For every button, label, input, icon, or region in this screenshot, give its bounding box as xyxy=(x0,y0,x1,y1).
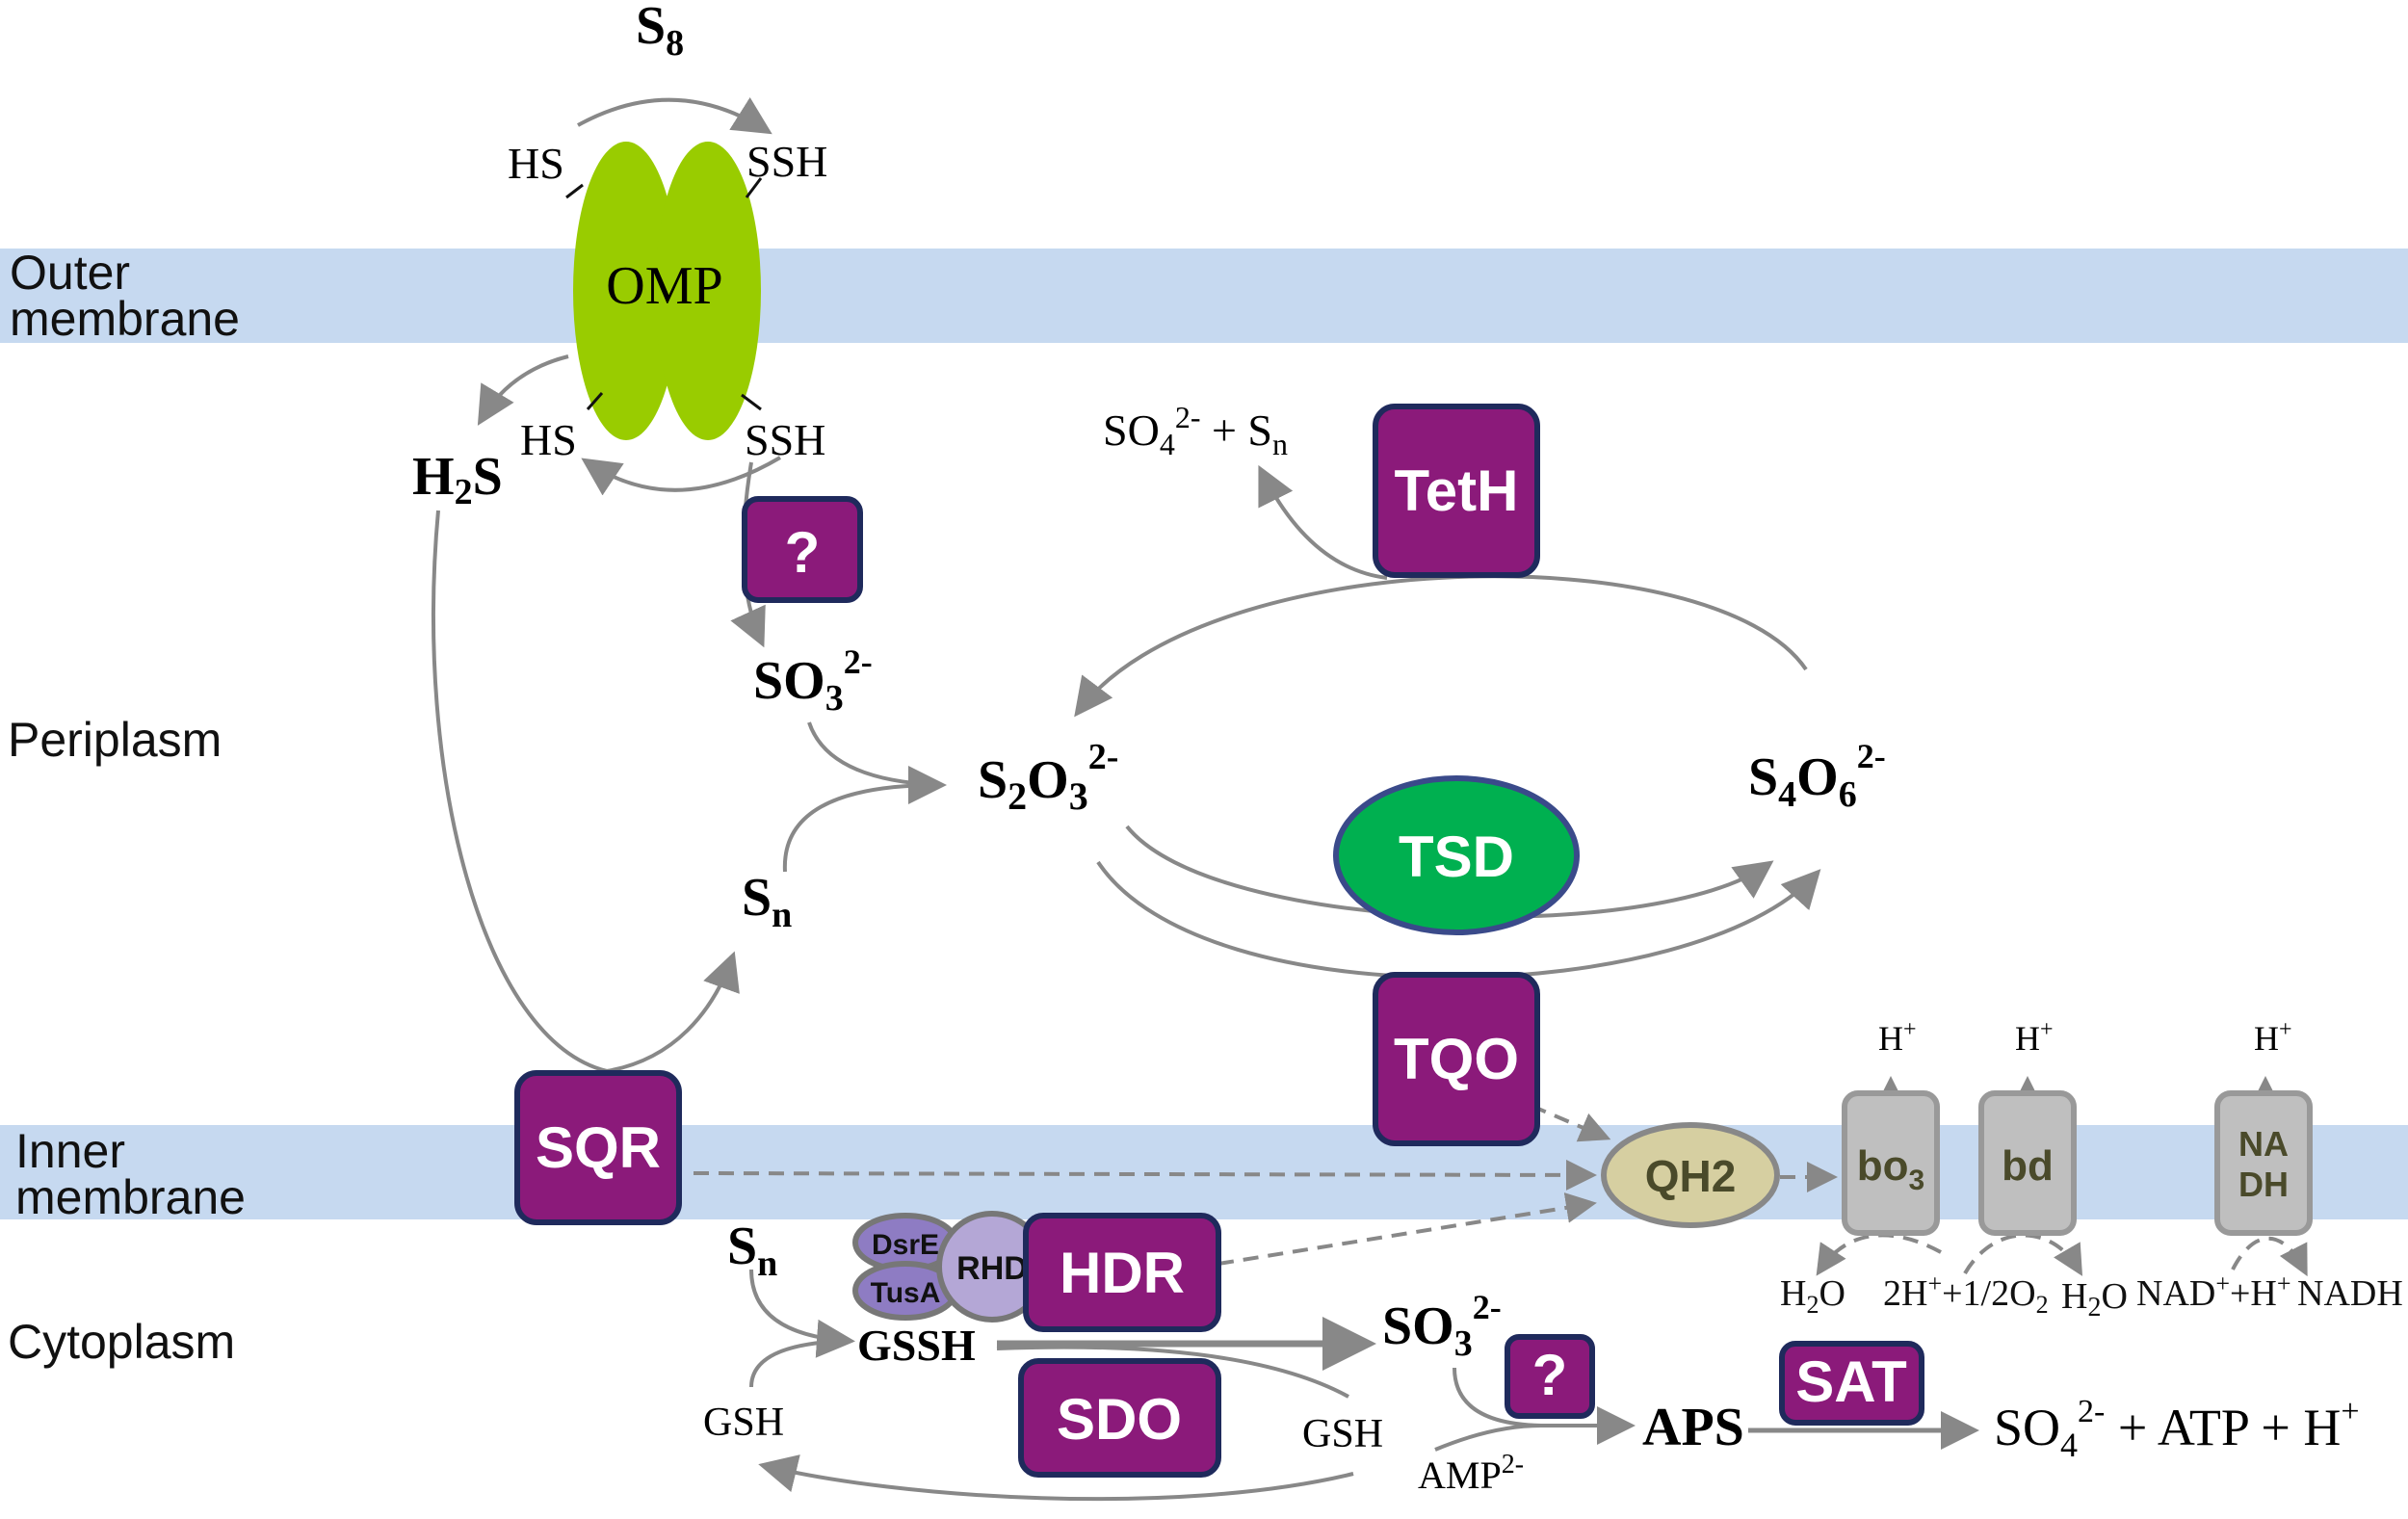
arrow-gssh-to-gsh xyxy=(996,1345,1349,1399)
omp-bond-hs-bottom xyxy=(586,392,604,410)
so4-sn-periplasm-label: SO42- + Sn xyxy=(1103,400,1288,461)
teth-label: TetH xyxy=(1395,458,1519,523)
arrow-sn-to-gssh xyxy=(749,1269,855,1358)
nadh-dehydrogenase-label-1: NA xyxy=(2238,1124,2289,1164)
qh2-quinone xyxy=(1601,1122,1780,1228)
arrow-bd-to-h2o xyxy=(1963,1233,2083,1276)
arrow-gsh-to-gssh xyxy=(749,1339,849,1388)
arrow-hdr-to-qh2 xyxy=(1217,1192,1597,1266)
gsh-right-label: GSH xyxy=(1302,1412,1383,1456)
arrow-ssh-to-hs xyxy=(581,456,782,496)
tqo-enzyme xyxy=(1373,972,1540,1146)
sdo-enzyme xyxy=(1018,1358,1221,1478)
hs-top-label: HS xyxy=(508,139,564,188)
unknown-cytoplasm-enzyme xyxy=(1505,1334,1595,1419)
omp-bond-hs-top xyxy=(565,183,584,199)
arrow-bo3-to-h2o xyxy=(1816,1233,1942,1276)
arrow-so3-to-s2o3 xyxy=(807,721,940,787)
outer-membrane-label-1: Outer xyxy=(10,246,130,300)
bd-label: bd xyxy=(2002,1142,2054,1190)
final-products-label: SO42- + ATP + H+ xyxy=(1994,1394,2360,1464)
nad-reactant-label: NAD++H+ xyxy=(2136,1270,2291,1314)
arrow-tetH-to-so4 xyxy=(1258,464,1388,580)
arrow-omp-to-h2s xyxy=(477,354,569,426)
arrow-tqo-to-qh2 xyxy=(1531,1104,1611,1142)
aps-label: APS xyxy=(1642,1398,1744,1457)
sat-enzyme xyxy=(1779,1341,1924,1426)
sqr-enzyme xyxy=(514,1070,682,1225)
gsh-left-label: GSH xyxy=(703,1401,784,1445)
sdo-label: SDO xyxy=(1057,1387,1182,1452)
bo3-label: bo3 xyxy=(1857,1142,1924,1196)
omp-bond-ssh-bottom xyxy=(741,393,762,411)
teth-enzyme xyxy=(1373,404,1540,578)
dsre-label: DsrE xyxy=(872,1229,939,1261)
amp-label: AMP2- xyxy=(1418,1450,1524,1497)
so3-cytoplasm-label: SO32- xyxy=(1382,1288,1502,1364)
h2s-label: H2S xyxy=(412,447,503,512)
hdr-enzyme xyxy=(1023,1213,1221,1332)
bd-h-plus: H+ xyxy=(2015,1017,2054,1058)
cytoplasm-label: Cytoplasm xyxy=(8,1315,235,1369)
sqr-label: SQR xyxy=(536,1115,661,1180)
s2o3-label: S2O32- xyxy=(978,737,1118,818)
ssh-bottom-label: SSH xyxy=(745,415,825,464)
bo3-h-plus: H+ xyxy=(1878,1017,1917,1058)
sat-label: SAT xyxy=(1795,1349,1907,1414)
arrow-nadh-to-nadh xyxy=(2231,1236,2308,1277)
unknown-periplasm-enzyme xyxy=(742,496,863,603)
s8-label: S8 xyxy=(636,0,684,64)
sn-cytoplasm-label: Sn xyxy=(727,1217,777,1284)
omp-bond-ssh-top xyxy=(745,177,763,198)
tqo-label: TQO xyxy=(1394,1027,1519,1091)
outer-membrane-band xyxy=(0,249,2408,343)
arrow-gsh-return xyxy=(758,1454,1354,1502)
rhd-label: RHD xyxy=(956,1250,1028,1287)
tsd-enzyme xyxy=(1333,775,1580,935)
h2o-bo3-label: H2O xyxy=(1780,1273,1845,1319)
omp-right-lobe xyxy=(655,142,761,440)
oxygen-reactant-label: 2H++1/2O2 xyxy=(1883,1270,2049,1319)
gssh-label: GSSH xyxy=(857,1321,976,1370)
hs-bottom-label: HS xyxy=(520,415,577,464)
nadh-product-label: NADH xyxy=(2297,1273,2403,1314)
h2o-bd-label: H2O xyxy=(2061,1276,2128,1323)
ssh-top-label: SSH xyxy=(746,137,827,186)
inner-membrane-label-2: membrane xyxy=(15,1170,246,1224)
nadh-dehydrogenase-complex xyxy=(2214,1090,2313,1236)
so3-periplasm-label: SO32- xyxy=(753,642,873,719)
arrow-sn-to-s2o3 xyxy=(782,766,947,873)
arrow-sqr-to-sn xyxy=(606,951,740,1073)
tsd-label: TSD xyxy=(1399,825,1514,889)
unknown-cytoplasm-label: ? xyxy=(1532,1343,1568,1407)
omp-label: OMP xyxy=(606,256,722,316)
bo3-complex xyxy=(1842,1090,1940,1236)
arrow-s8-to-ssh xyxy=(577,97,772,135)
arrow-h2s-to-sqr xyxy=(432,510,608,1073)
nadh-dehydrogenase-label-2: DH xyxy=(2238,1165,2289,1204)
periplasm-label: Periplasm xyxy=(8,713,222,767)
outer-membrane-label-2: membrane xyxy=(10,292,240,346)
inner-membrane-label-1: Inner xyxy=(15,1124,125,1178)
unknown-periplasm-label: ? xyxy=(785,520,821,585)
omp-left-lobe xyxy=(573,142,679,440)
arrow-s4o6-to-s2o3 xyxy=(1074,574,1808,718)
tusa-label: TusA xyxy=(871,1277,941,1309)
s4o6-label: S4O62- xyxy=(1748,737,1886,815)
sn-periplasm-label: Sn xyxy=(742,868,792,935)
qh2-label: QH2 xyxy=(1645,1151,1737,1201)
nadh-h-plus: H+ xyxy=(2254,1017,2292,1058)
hdr-label: HDR xyxy=(1060,1241,1185,1305)
bd-complex xyxy=(1978,1090,2077,1236)
arrow-amp-to-aps xyxy=(1434,1424,1542,1452)
arrow-so3-to-aps xyxy=(1453,1367,1542,1427)
